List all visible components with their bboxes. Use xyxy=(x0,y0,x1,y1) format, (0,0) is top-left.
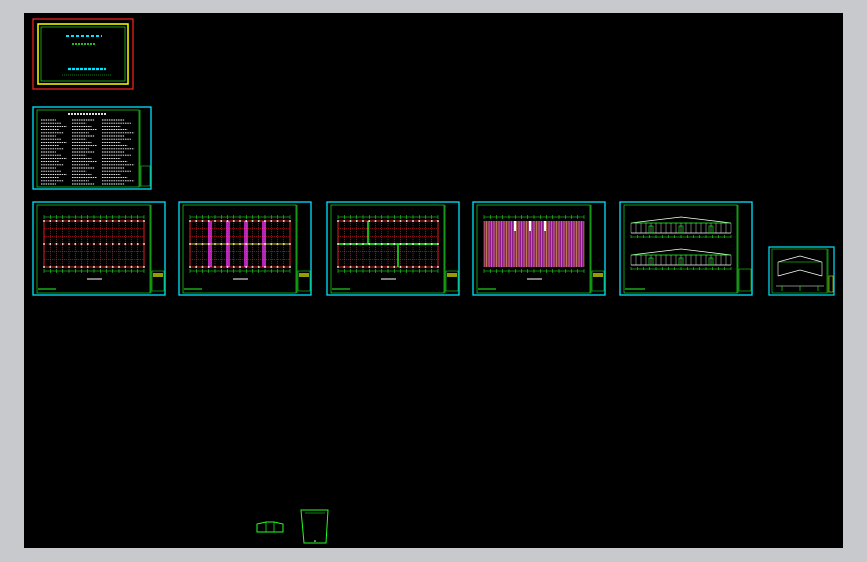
selection-box xyxy=(32,18,134,90)
cover-sheet[interactable] xyxy=(32,18,134,90)
plan-2-drawing xyxy=(178,201,312,296)
column-layout-plan-sheet[interactable] xyxy=(32,201,166,296)
trapezoid-block-drawing xyxy=(300,509,329,544)
design-notes-sheet[interactable] xyxy=(32,106,152,190)
plan-1-drawing xyxy=(32,201,166,296)
notes-sheet-drawing xyxy=(32,106,152,190)
small-block-object[interactable] xyxy=(256,521,284,533)
trapezoid-block-object[interactable] xyxy=(300,508,330,546)
framing-plan-sheet[interactable] xyxy=(326,201,460,296)
cad-viewport[interactable] xyxy=(24,13,843,548)
roof-purlin-plan-sheet[interactable] xyxy=(472,201,606,296)
small-block-drawing xyxy=(256,521,284,533)
cover-sheet-drawing xyxy=(32,18,134,90)
beam-layout-plan-sheet[interactable] xyxy=(178,201,312,296)
elevation-drawing xyxy=(619,201,753,296)
plan-3-drawing xyxy=(326,201,460,296)
elevation-sheet[interactable] xyxy=(619,201,753,296)
section-sheet[interactable] xyxy=(768,246,835,296)
section-drawing xyxy=(768,246,835,296)
plan-4-drawing xyxy=(472,201,606,296)
